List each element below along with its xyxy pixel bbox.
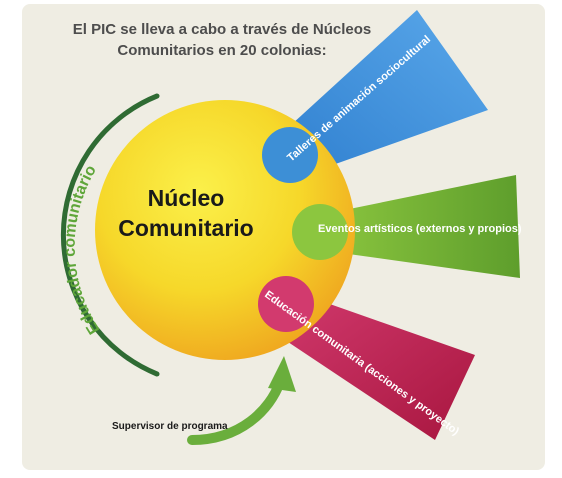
educacion-node <box>258 276 314 332</box>
ray-talleres <box>280 10 488 178</box>
ray-label-eventos: Eventos artísticos (externos y propios) <box>318 223 522 235</box>
ray-eventos <box>320 175 520 278</box>
educador-arc <box>60 93 160 377</box>
heading-line-2: Comunitarios en 20 colonias: <box>117 42 326 59</box>
eventos-node <box>292 204 348 260</box>
center-title-line-1: Núcleo <box>148 185 225 211</box>
talleres-node <box>262 127 318 183</box>
supervisor-arrow-head <box>268 356 296 392</box>
heading-line-1: El PIC se lleva a cabo a través de Núcle… <box>73 21 371 38</box>
center-title-line-2: Comunitario <box>118 215 253 241</box>
supervisor-label: Supervisor de programa <box>112 421 228 432</box>
supervisor-arrow-shaft <box>187 377 285 445</box>
ray-educacion <box>270 290 475 440</box>
